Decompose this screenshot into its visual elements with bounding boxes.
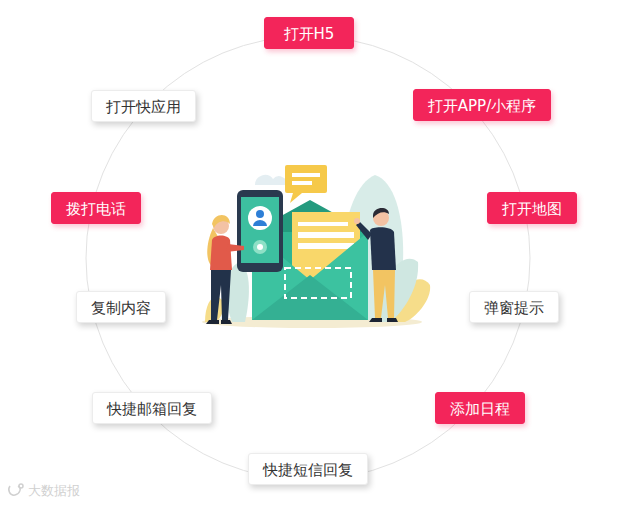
central-illustration bbox=[202, 165, 430, 328]
highlight-box: 拨打电话 bbox=[51, 192, 141, 224]
watermark: 大数据报 bbox=[28, 482, 80, 500]
box-label: 快捷短信回复 bbox=[263, 461, 353, 479]
feature-box: 弹窗提示 bbox=[469, 291, 559, 323]
feature-box: 复制内容 bbox=[76, 291, 166, 323]
highlight-box: 打开H5 bbox=[264, 17, 354, 49]
highlight-box: 打开APP/小程序 bbox=[413, 89, 551, 121]
box-label: 打开快应用 bbox=[106, 98, 181, 116]
highlight-box: 打开地图 bbox=[487, 192, 577, 224]
box-label: 复制内容 bbox=[91, 299, 151, 317]
feature-box: 打开快应用 bbox=[91, 90, 196, 122]
box-label: 添加日程 bbox=[450, 400, 510, 418]
feature-box: 快捷短信回复 bbox=[248, 453, 368, 485]
watermark-logo bbox=[9, 484, 23, 495]
box-label: 打开H5 bbox=[284, 25, 335, 43]
box-label: 打开APP/小程序 bbox=[428, 97, 536, 115]
box-label: 打开地图 bbox=[502, 200, 562, 218]
box-label: 快捷邮箱回复 bbox=[107, 400, 197, 418]
box-label: 拨打电话 bbox=[66, 200, 126, 218]
highlight-box: 添加日程 bbox=[435, 392, 525, 424]
box-label: 弹窗提示 bbox=[484, 299, 544, 317]
feature-box: 快捷邮箱回复 bbox=[92, 392, 212, 424]
